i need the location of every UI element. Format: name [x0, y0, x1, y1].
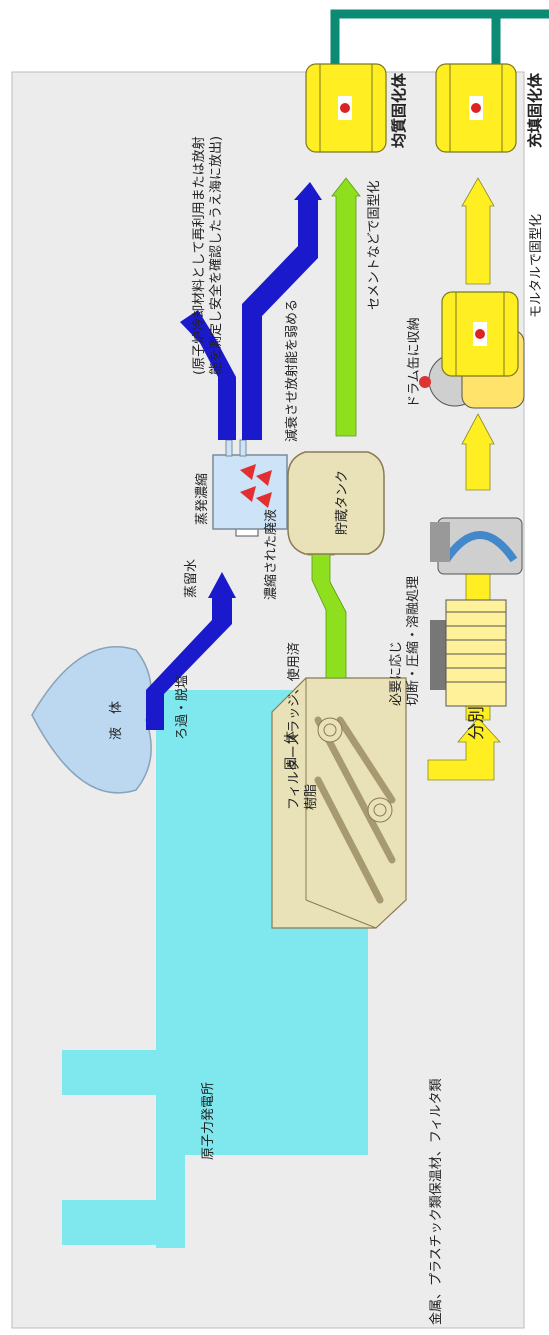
drum-label: ドラム缶に収納: [407, 317, 422, 408]
mortar-label: モルタルで固型化: [529, 214, 544, 318]
filled-label: 充填固化体: [526, 72, 544, 148]
filtration-label: ろ過・脱塩: [175, 675, 190, 740]
yellow-flow-arrow-4: [461, 177, 495, 285]
green-flow-decay: [331, 177, 361, 437]
discharge-note-line-2: 能を測定し安全を確認したうえ海に放出): [208, 136, 224, 375]
cement-label: セメントなどで固型化: [367, 181, 382, 310]
storage-tank: [287, 451, 385, 555]
compressor-machine: [430, 599, 507, 707]
yellow-flow-solid-elbow: [427, 717, 501, 781]
storage-tank-label: 貯蔵タンク: [335, 470, 350, 535]
homogeneous-drum: [305, 63, 387, 153]
cut-label-2: 切断・圧縮・溶融処理: [405, 576, 421, 706]
power-plant-label: 原子力発電所: [201, 1082, 216, 1160]
blue-flow-liquid: [146, 572, 236, 730]
solid-label: 固 体: [284, 731, 299, 770]
evaporator-tank: [212, 439, 288, 537]
solid-waste-box: [271, 677, 407, 929]
discharge-note-line-1: (原子炉冷却材料として再利用または放射: [191, 136, 207, 375]
sorting-label: 分別: [467, 706, 487, 740]
solid-waste-types-label: 金属、プラスチック類保温材、フィルタ類: [428, 1079, 444, 1325]
distilled-water-label: 蒸留水: [184, 559, 199, 598]
cut-label-1: 必要に応じ: [389, 641, 404, 706]
filled-drum: [435, 63, 517, 153]
drum-packed: [441, 291, 519, 377]
evaporation-label: 蒸発濃縮: [194, 473, 210, 525]
decay-label: 減衰させ放射能を弱める: [284, 299, 300, 442]
homogeneous-label: 均質固化体: [390, 72, 408, 148]
filter-sludge-label-1: フィルタースラッジ、使用済: [286, 642, 302, 810]
liquid-label: 液 体: [109, 701, 124, 740]
blue-flow-distilled: [180, 310, 236, 440]
filter-sludge-label-2: 樹脂: [304, 784, 319, 810]
blue-flow-concentrated: [242, 182, 322, 440]
concentrated-waste-label: 濃縮された廃液: [263, 509, 279, 600]
yellow-flow-arrow-3: [461, 413, 495, 491]
shear-machine: [430, 517, 523, 575]
